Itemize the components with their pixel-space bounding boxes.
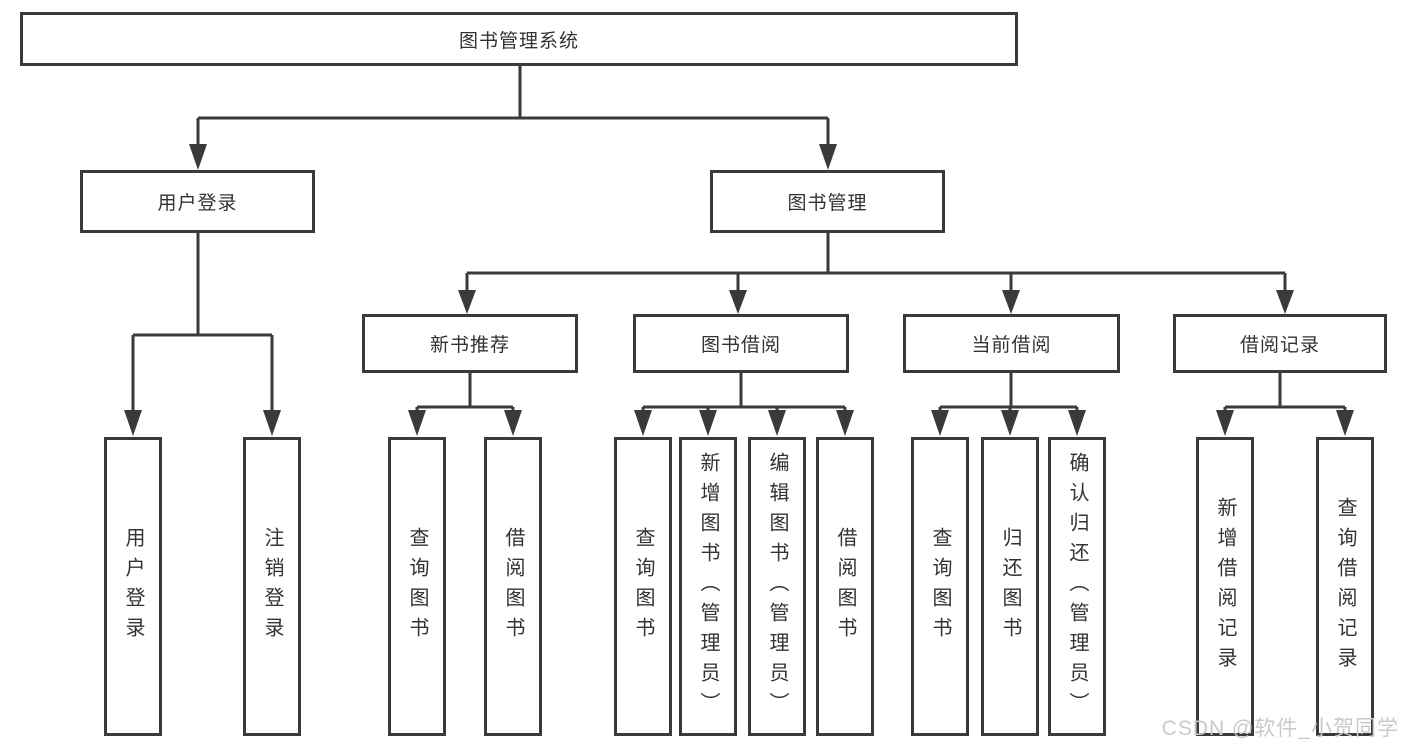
arrowhead-icon [263,410,281,436]
arrowhead-icon [1216,410,1234,436]
leaf-confirm-return-admin: 确认归还（管理员） [1048,437,1106,736]
leaf-add-books-admin: 新增图书（管理员） [679,437,737,736]
arrowhead-icon [634,410,652,436]
leaf-query-books-borrow: 查询图书 [614,437,672,736]
node-borrow-records: 借阅记录 [1173,314,1387,373]
node-book-borrow: 图书借阅 [633,314,849,373]
arrowhead-icon [836,410,854,436]
arrowhead-icon [504,410,522,436]
leaf-query-books-current: 查询图书 [911,437,969,736]
node-book-management: 图书管理 [710,170,945,233]
arrowhead-icon [1068,410,1086,436]
node-user-login: 用户登录 [80,170,315,233]
node-root: 图书管理系统 [20,12,1018,66]
arrowhead-icon [458,290,476,314]
arrowhead-icon [189,144,207,170]
leaf-user-login: 用户登录 [104,437,162,736]
arrowhead-icon [1001,410,1019,436]
leaf-borrow-books-recommend: 借阅图书 [484,437,542,736]
arrowhead-icon [1002,290,1020,314]
connector-user-login-to-leaves [124,233,281,436]
leaf-return-books: 归还图书 [981,437,1039,736]
leaf-add-borrow-record: 新增借阅记录 [1196,437,1254,736]
arrowhead-icon [931,410,949,436]
arrowhead-icon [1276,290,1294,314]
leaf-query-books-recommend: 查询图书 [388,437,446,736]
leaf-borrow-books: 借阅图书 [816,437,874,736]
node-current-borrow: 当前借阅 [903,314,1120,373]
node-new-book-recommend: 新书推荐 [362,314,578,373]
connector-current-borrow-to-leaves [931,373,1086,436]
watermark-text: CSDN @软件_小贺同学 [1161,717,1399,740]
leaf-query-borrow-record: 查询借阅记录 [1316,437,1374,736]
connector-new-book-recommend-to-leaves [408,373,522,436]
leaf-logout: 注销登录 [243,437,301,736]
arrowhead-icon [124,410,142,436]
connector-root-to-level2 [189,66,837,170]
arrowhead-icon [819,144,837,170]
arrowhead-icon [768,410,786,436]
arrowhead-icon [699,410,717,436]
connector-book-borrow-to-leaves [634,373,854,436]
arrowhead-icon [408,410,426,436]
arrowhead-icon [729,290,747,314]
arrowhead-icon [1336,410,1354,436]
leaf-edit-books-admin: 编辑图书（管理员） [748,437,806,736]
connector-book-management-to-level3 [458,233,1294,314]
connector-borrow-records-to-leaves [1216,373,1354,436]
